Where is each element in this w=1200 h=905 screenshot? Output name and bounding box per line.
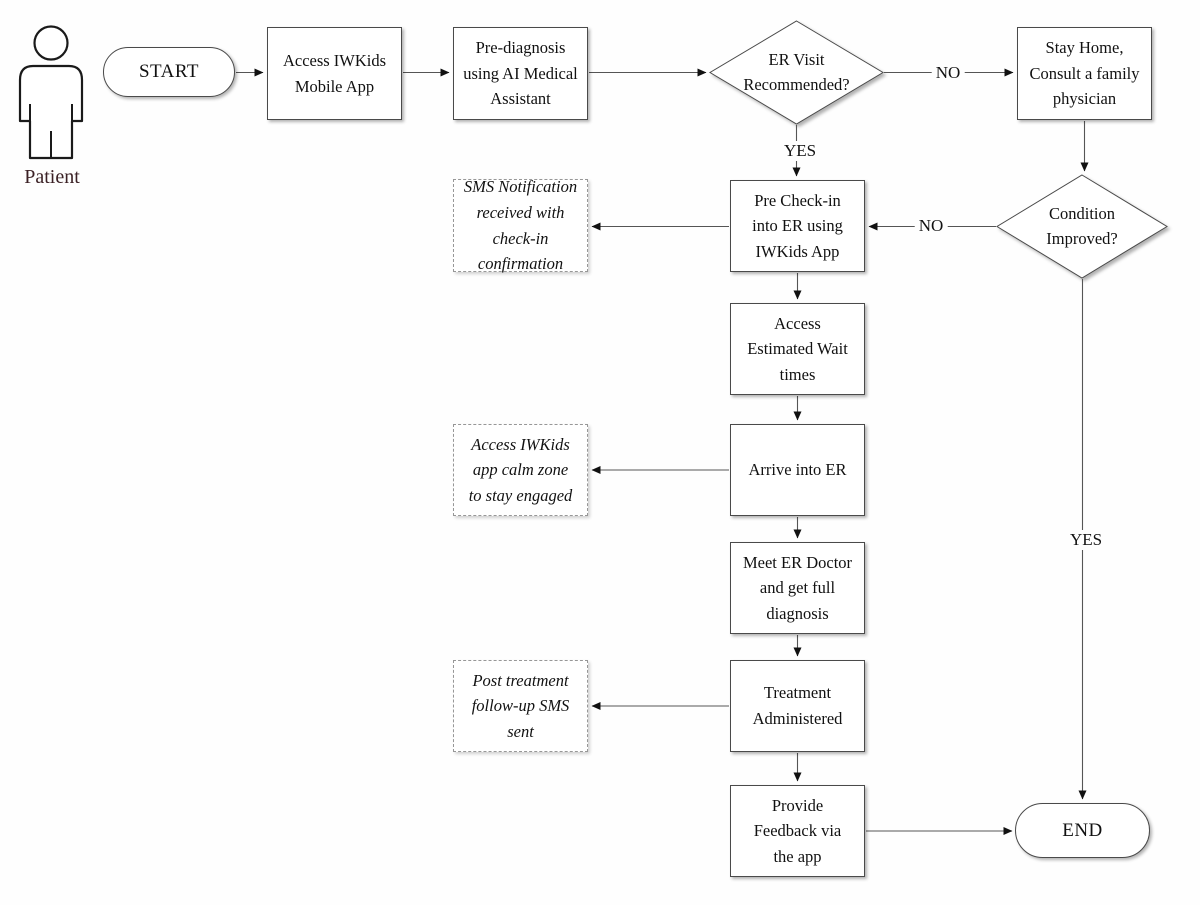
node-stay-home: Stay Home, Consult a family physician	[1017, 27, 1152, 120]
node-wait-times: Access Estimated Wait times	[730, 303, 865, 395]
edge-label-er-visit-no: NO	[931, 63, 965, 83]
node-treatment: Treatment Administered	[730, 660, 865, 752]
node-pre-checkin: Pre Check-in into ER using IWKids App	[730, 180, 865, 272]
node-prediagnosis: Pre-diagnosis using AI Medical Assistant	[453, 27, 588, 120]
decision-er-visit-shape	[709, 20, 884, 125]
actor-patient-label: Patient	[24, 166, 80, 188]
patient-icon	[18, 25, 84, 160]
edge-label-er-visit-yes: YES	[779, 141, 821, 161]
node-start: START	[103, 47, 235, 97]
node-access-iwkids-app: Access IWKids Mobile App	[267, 27, 402, 120]
edge-label-condition-no: NO	[914, 216, 948, 236]
node-sms-notification: SMS Notification received with check-in …	[453, 177, 588, 273]
node-post-treatment: Post treatment follow-up SMS sent	[453, 660, 588, 752]
decision-condition-improved-shape	[996, 174, 1168, 279]
node-end: END	[1015, 803, 1150, 858]
node-feedback: Provide Feedback via the app	[730, 785, 865, 877]
node-arrive-er: Arrive into ER	[730, 424, 865, 516]
node-calm-zone: Access IWKids app calm zone to stay enga…	[453, 424, 588, 516]
edge-label-condition-yes: YES	[1065, 530, 1107, 550]
node-meet-doctor: Meet ER Doctor and get full diagnosis	[730, 542, 865, 634]
